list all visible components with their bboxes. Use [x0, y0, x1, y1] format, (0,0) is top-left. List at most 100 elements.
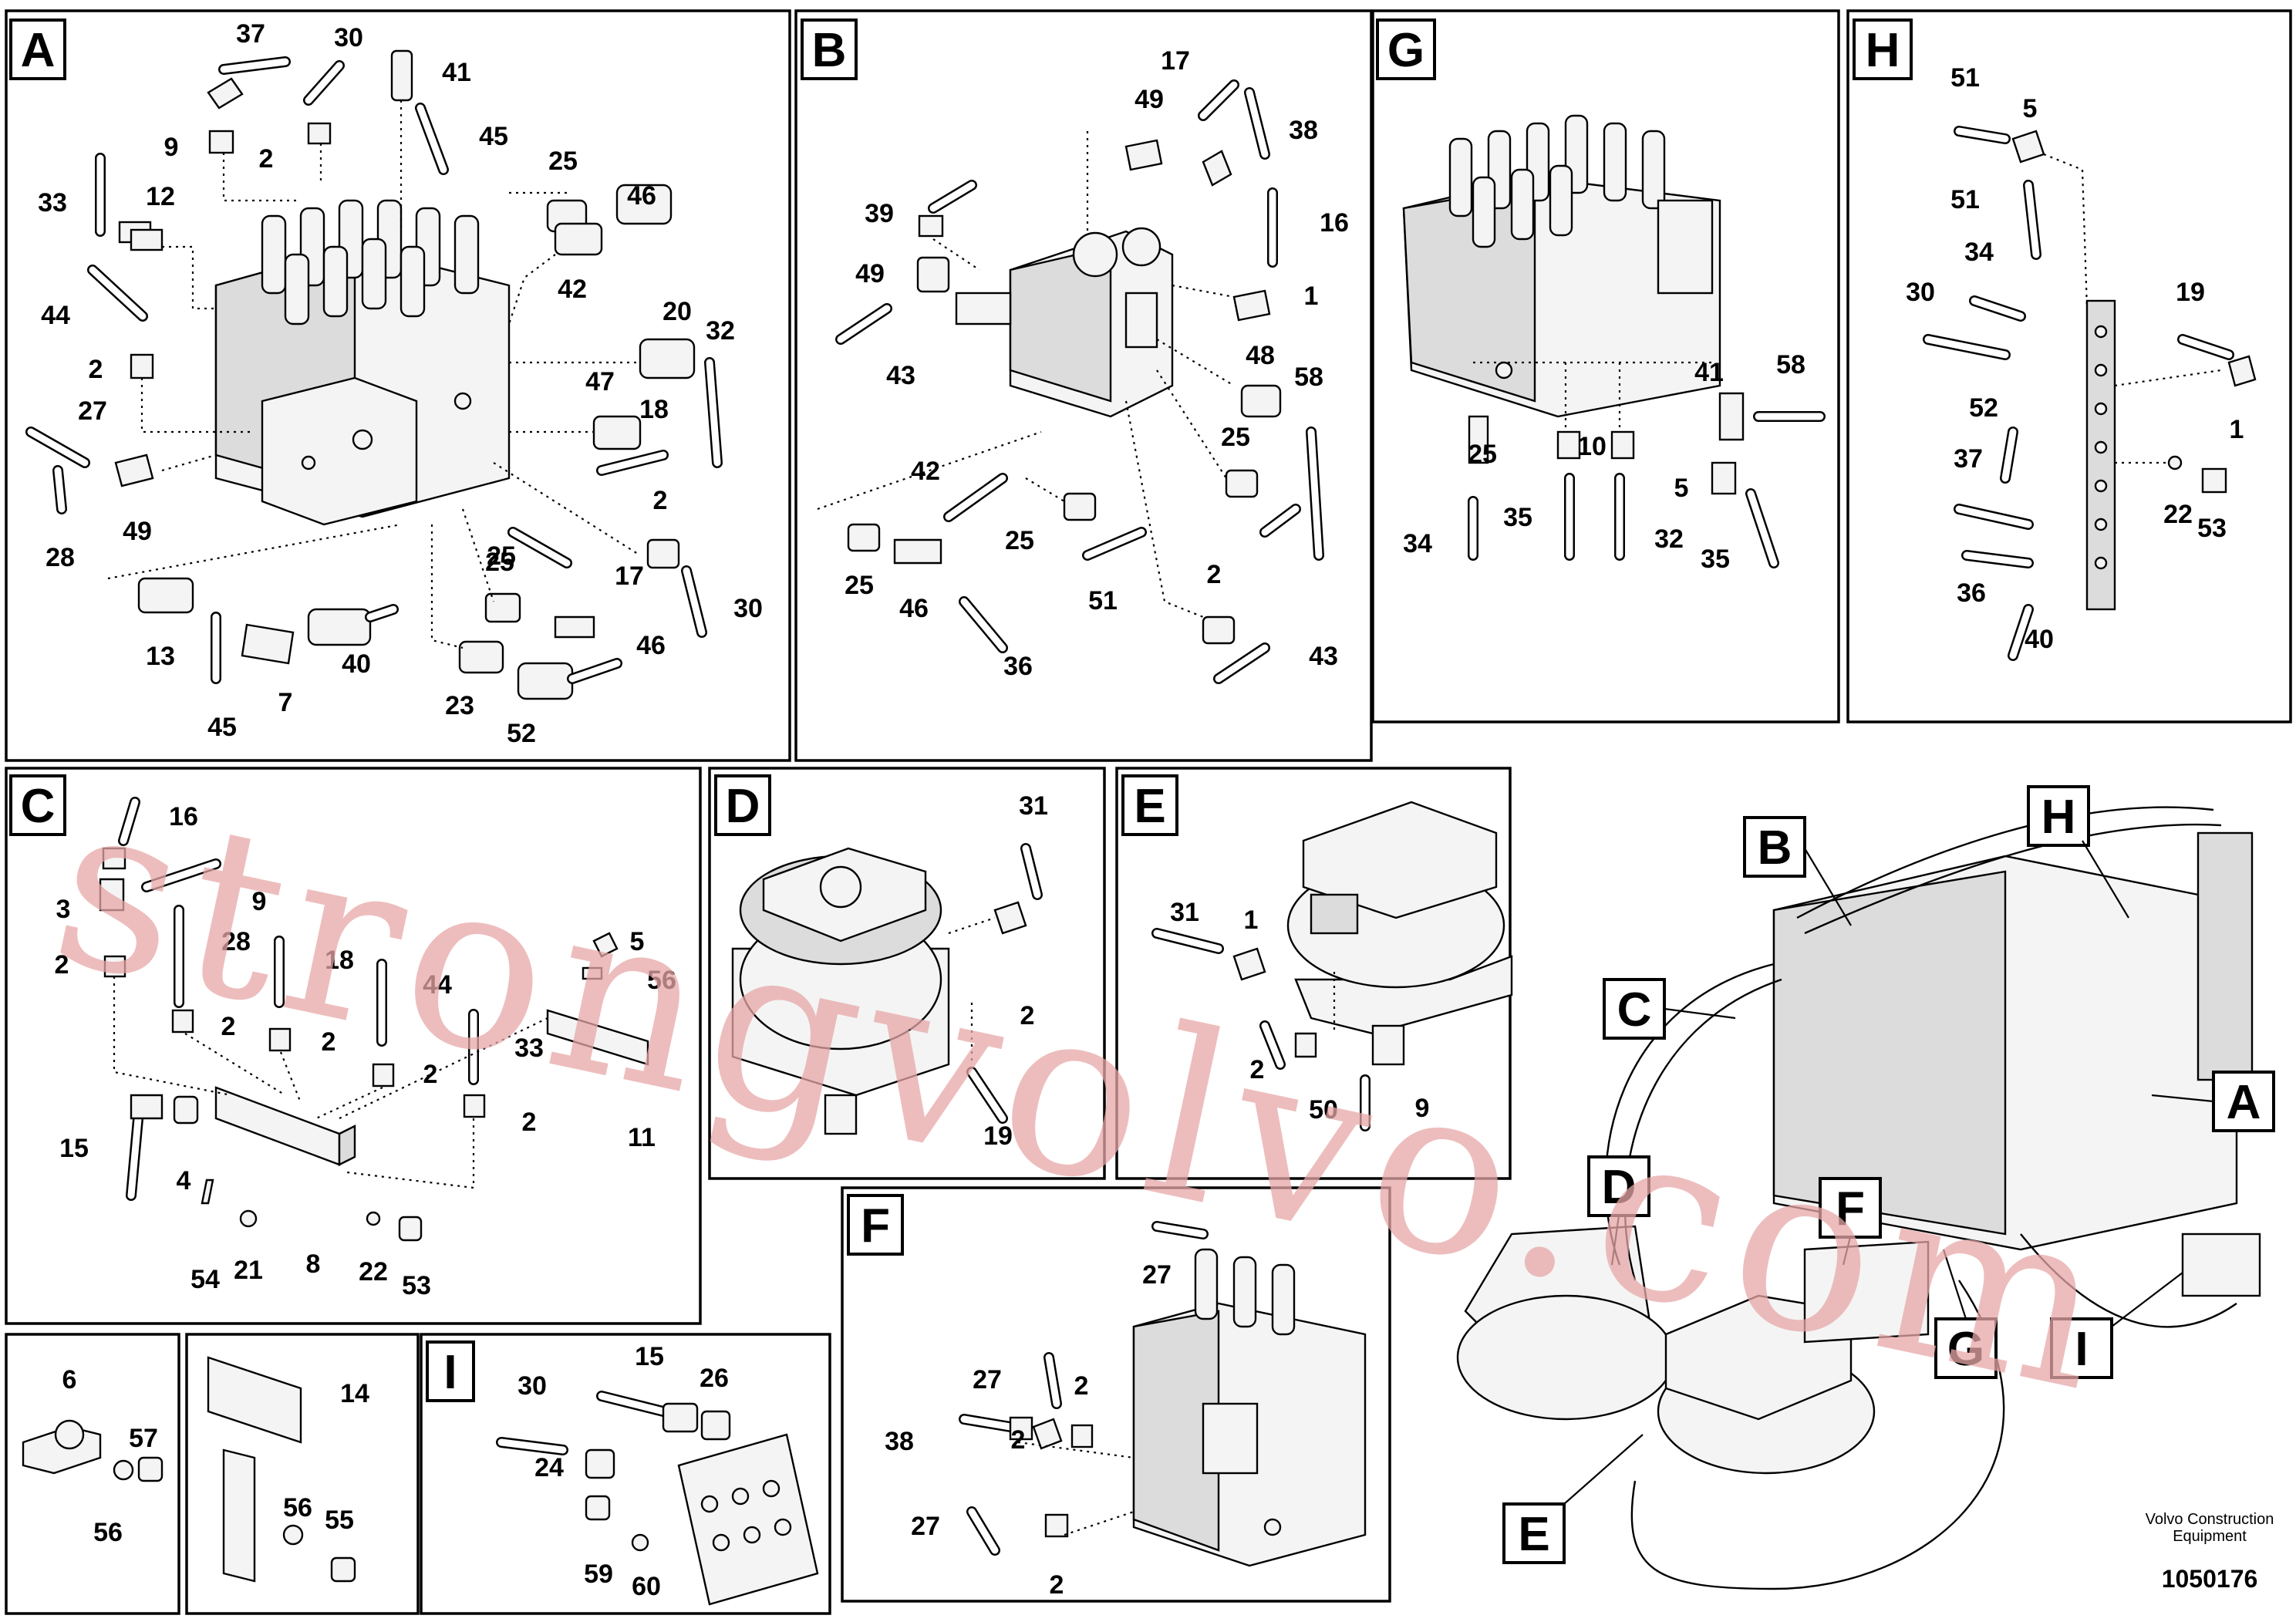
callout-c-54: 54 — [190, 1265, 220, 1294]
callout-a-44: 44 — [41, 301, 70, 330]
panel-tag-d: D — [714, 774, 771, 836]
callout-a-7: 7 — [278, 688, 293, 717]
overview-tag-e: E — [1518, 1508, 1549, 1561]
panel-tag-a-text: A — [21, 24, 56, 77]
panel-tag-f: F — [847, 1194, 904, 1256]
callout-h-34: 34 — [1964, 238, 1994, 267]
panel-tag-g: G — [1376, 19, 1436, 80]
callout-a-45: 45 — [479, 122, 508, 151]
overview-tag-h: H — [2041, 791, 2076, 844]
control-valve-f — [1132, 1248, 1367, 1567]
panel-i-parts — [496, 1391, 819, 1606]
callout-i-15: 15 — [635, 1342, 664, 1371]
callout-b-36: 36 — [1003, 652, 1033, 681]
callout-a-47: 47 — [585, 367, 615, 396]
callout-h-5: 5 — [2023, 94, 2038, 123]
callout-h-37: 37 — [1954, 444, 1983, 474]
callout-b-43: 43 — [886, 361, 915, 390]
panel-a-parts — [25, 49, 723, 700]
control-valve-g — [1402, 114, 1721, 418]
callout-h-30: 30 — [1906, 278, 1935, 307]
callout-h-53: 53 — [2197, 514, 2227, 543]
callout-a-30: 30 — [733, 594, 763, 623]
callout-a-25: 25 — [487, 541, 516, 571]
callout-a-2: 2 — [653, 486, 668, 515]
panel-tag-g-text: G — [1387, 24, 1424, 77]
callout-c-2: 2 — [522, 1108, 537, 1137]
callout-b-1: 1 — [1304, 282, 1319, 311]
panel-e-parts — [1151, 928, 1371, 1131]
callout-c-3: 3 — [56, 895, 71, 924]
callout-a-46: 46 — [627, 181, 656, 211]
callout-c-28: 28 — [221, 927, 251, 956]
callout-a-2: 2 — [89, 355, 103, 384]
bracket-parts — [207, 1356, 356, 1583]
callout-a-45: 45 — [207, 713, 237, 742]
overview-tag-g: G — [1947, 1323, 1984, 1376]
callout-i-30: 30 — [518, 1371, 547, 1401]
callout-f-27: 27 — [973, 1365, 1002, 1394]
panel-tag-d-text: D — [726, 780, 760, 833]
callout-g-5: 5 — [1674, 474, 1689, 503]
control-valve-b — [955, 227, 1174, 418]
callout-i-59: 59 — [584, 1560, 613, 1589]
callout-a-25: 25 — [485, 548, 514, 577]
callout-a-13: 13 — [146, 642, 175, 671]
panel-f-frame — [841, 1186, 1391, 1603]
callout-g-25: 25 — [1468, 440, 1497, 469]
callout-c-4: 4 — [177, 1166, 191, 1195]
callout-c-44: 44 — [423, 970, 452, 1000]
callout-g-10: 10 — [1577, 432, 1607, 461]
overview-tag-a: A — [2227, 1076, 2261, 1129]
callout-c-9: 9 — [252, 887, 267, 916]
panel-i-frame — [420, 1333, 831, 1615]
panel-misc1-frame — [5, 1333, 180, 1615]
panel-tag-c-text: C — [21, 780, 56, 833]
callout-g-35: 35 — [1701, 545, 1730, 574]
callout-a-9: 9 — [164, 133, 179, 162]
callout-b-49: 49 — [1135, 85, 1164, 114]
callout-a-18: 18 — [639, 395, 669, 424]
callout-a-2: 2 — [259, 144, 274, 174]
overview-tags: B H C A D F G I E — [1502, 785, 2275, 1564]
callout-g-35: 35 — [1503, 503, 1532, 532]
callout-f-38: 38 — [885, 1427, 914, 1456]
callout-e-9: 9 — [1415, 1094, 1430, 1123]
callout-b-43: 43 — [1309, 642, 1338, 671]
panel-h-leaders — [2043, 153, 2222, 464]
callout-misc2-56: 56 — [283, 1493, 312, 1523]
callout-h-52: 52 — [1969, 393, 1998, 423]
panel-tag-e-text: E — [1134, 780, 1165, 833]
callout-a-42: 42 — [558, 275, 587, 304]
callout-a-20: 20 — [663, 297, 692, 326]
callout-a-52: 52 — [507, 719, 536, 748]
callout-c-21: 21 — [234, 1256, 263, 1285]
footer-brand-line2: Equipment — [2173, 1528, 2247, 1545]
callout-a-27: 27 — [78, 396, 107, 426]
callout-a-23: 23 — [445, 691, 474, 720]
callout-a-49: 49 — [123, 517, 152, 546]
overview-tag-b: B — [1758, 821, 1792, 875]
panel-g-parts — [1468, 392, 1826, 568]
overview-tag-i: I — [2075, 1323, 2088, 1376]
panel-tag-i-text: I — [443, 1346, 457, 1399]
panel-c-parts — [99, 797, 649, 1242]
clamp-parts — [22, 1419, 164, 1482]
callout-c-8: 8 — [306, 1249, 321, 1279]
callout-f-2: 2 — [1074, 1371, 1089, 1401]
panel-b-frame — [794, 9, 1373, 762]
callout-e-31: 31 — [1170, 898, 1199, 927]
swing-motor-e — [1286, 801, 1513, 1066]
callout-c-53: 53 — [402, 1271, 431, 1300]
callout-misc1-6: 6 — [62, 1365, 77, 1394]
callout-h-51: 51 — [1950, 185, 1980, 214]
panel-tag-i: I — [426, 1340, 475, 1402]
callout-a-46: 46 — [636, 631, 666, 660]
panel-tag-h: H — [1853, 19, 1913, 80]
drawing-code: 1050176 — [2162, 1565, 2258, 1593]
callout-a-32: 32 — [706, 316, 735, 346]
callout-a-33: 33 — [38, 188, 67, 218]
callout-a-30: 30 — [334, 23, 363, 52]
overview-assembly — [1456, 806, 2261, 1590]
